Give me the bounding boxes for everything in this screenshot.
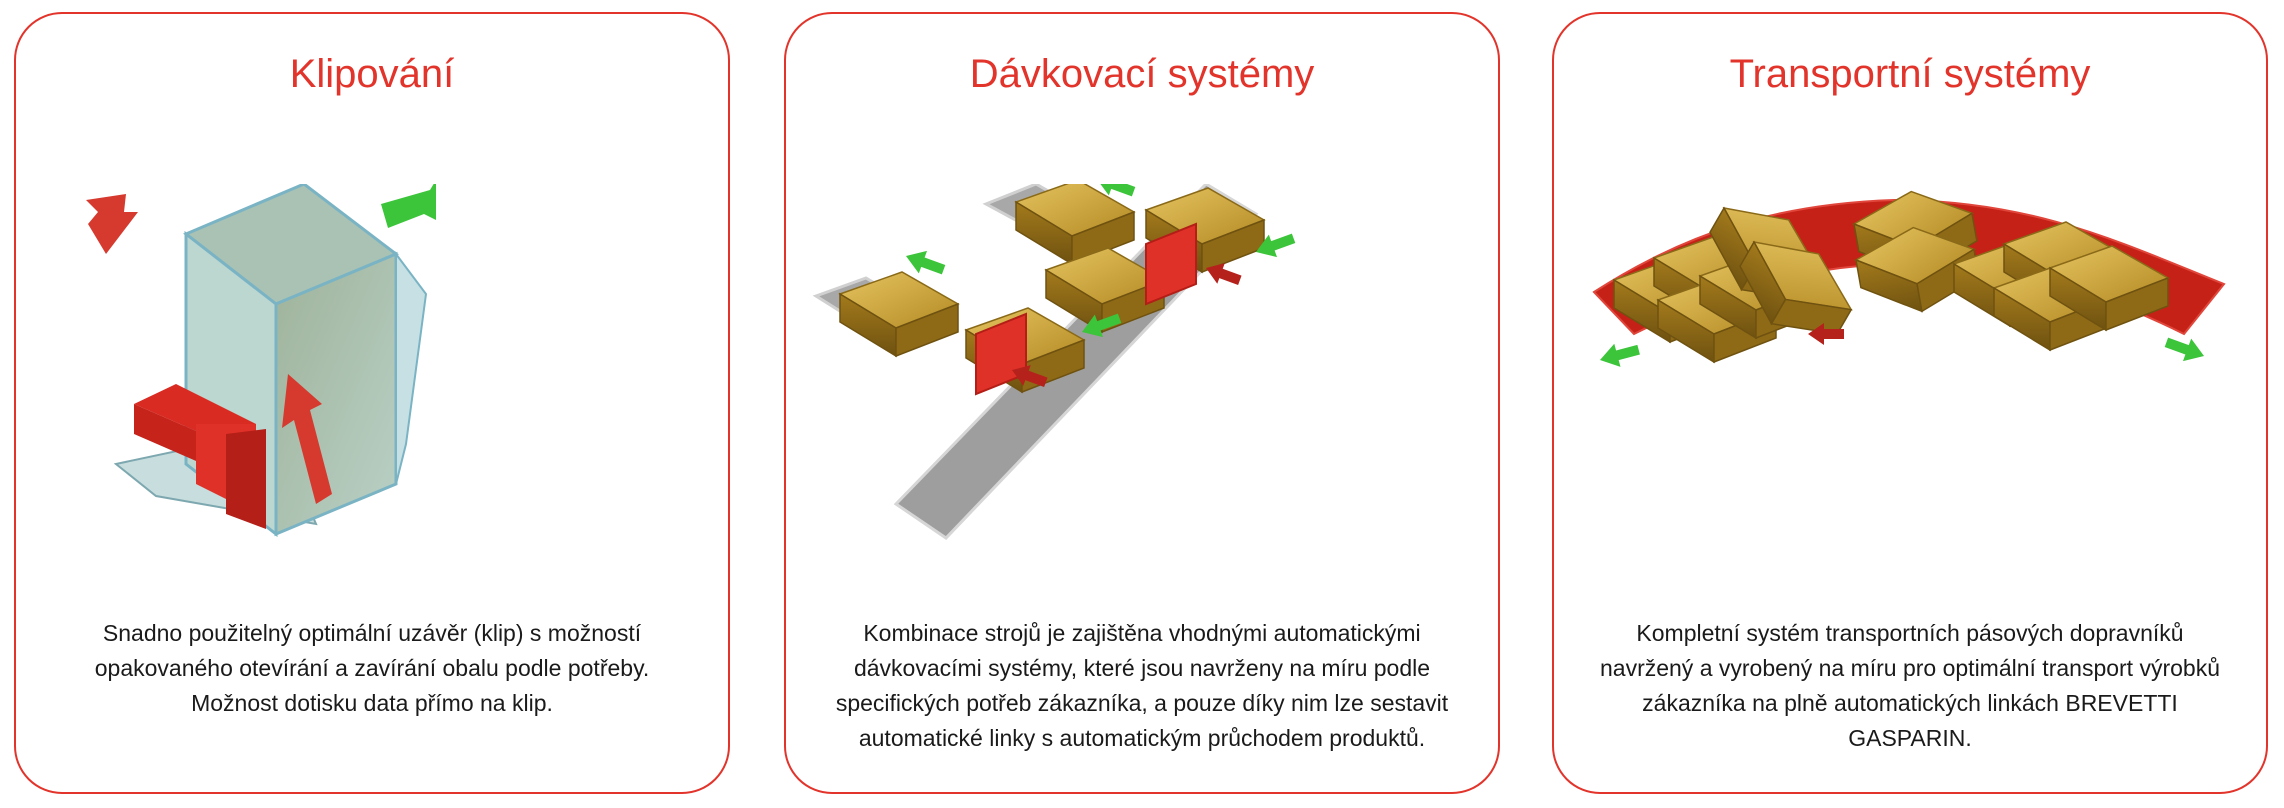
green-arrow-icon — [2162, 331, 2209, 368]
card-clipping: Klipování Snadno použitelný optimální uz… — [14, 12, 730, 794]
card-title: Dávkovací systémy — [969, 52, 1315, 96]
red-gate-icon — [1145, 222, 1197, 306]
transport-illustration — [1592, 184, 2226, 372]
card-title: Transportní systémy — [1729, 52, 2091, 96]
clip-icon — [134, 384, 266, 529]
clipping-illustration — [86, 184, 436, 538]
card-dosing: Dávkovací systémy Kombinace strojů je za… — [784, 12, 1500, 794]
green-arrow-icon — [381, 184, 436, 228]
card-title: Klipování — [289, 52, 455, 96]
red-arrow-icon — [282, 374, 332, 504]
card-transport: Transportní systémy Kompletní systém tra… — [1552, 12, 2268, 794]
card-description: Kompletní systém transportních pásových … — [1599, 620, 2220, 751]
red-arrow-icon — [86, 194, 138, 254]
card-description: Snadno použitelný optimální uzávěr (klip… — [94, 620, 650, 716]
dosing-illustration — [812, 184, 1298, 540]
card-description: Kombinace strojů je zajištěna vhodnými a… — [835, 620, 1449, 751]
green-arrow-icon — [1596, 338, 1642, 372]
